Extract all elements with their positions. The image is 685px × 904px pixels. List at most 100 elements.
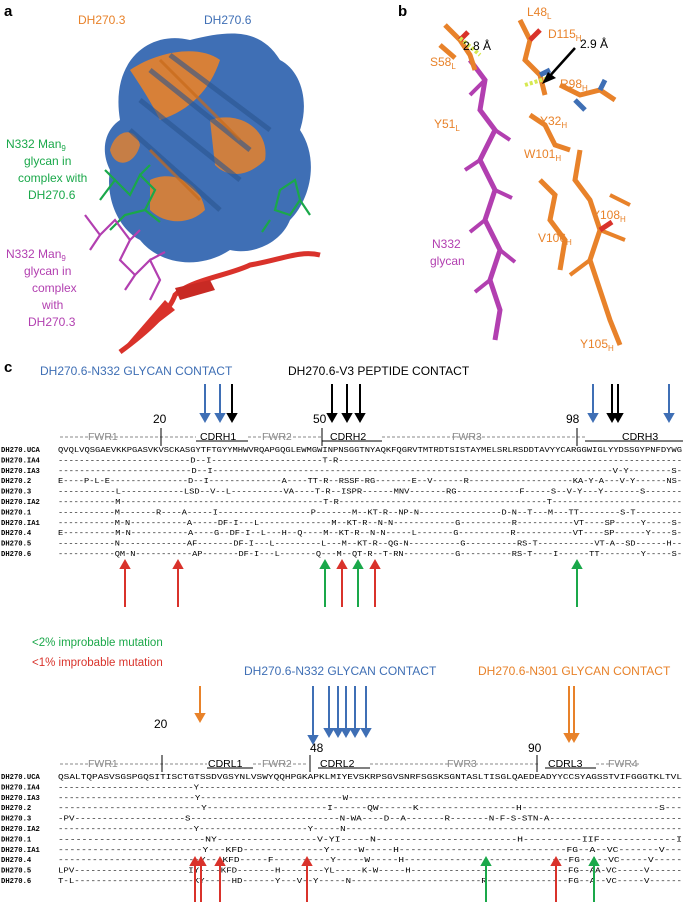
heavy-region-fwr3: FWR3 xyxy=(452,431,482,443)
light-region-cdrl3: CDRL3 xyxy=(548,758,583,770)
light-region-fwr3: FWR3 xyxy=(447,758,477,770)
svg-text:Y51L: Y51L xyxy=(434,117,460,133)
green-label-sub: 9 xyxy=(61,144,66,153)
heavy-position-98: 98 xyxy=(566,412,580,426)
heavy-alignment: DH270.UCA QVQLVQSGAEVKKPGASVKVSCKASGYTFTG… xyxy=(1,447,682,559)
heavy-row-name: DH270.IA2 xyxy=(1,499,40,507)
heavy-mutation-arrows xyxy=(119,558,583,607)
light-row-sequence: -------------------------Y--------------… xyxy=(58,805,682,813)
heavy-peptide-contact-title: DH270.6-V3 PEPTIDE CONTACT xyxy=(288,364,470,378)
heavy-position-50: 50 xyxy=(313,412,327,426)
svg-text:Y105H: Y105H xyxy=(580,337,614,353)
svg-text:S58L: S58L xyxy=(430,55,456,71)
green-glycan xyxy=(99,164,311,233)
heavy-row-sequence: -------------------------D--I-----------… xyxy=(58,468,682,476)
green-label-line2: glycan in xyxy=(24,154,71,168)
heavy-region-fwr2: FWR2 xyxy=(262,431,292,443)
light-row-name: DH270.IA3 xyxy=(1,795,40,803)
dh270-3-ribbon-top xyxy=(130,51,220,120)
label-d115: D115 xyxy=(548,27,576,41)
green-glycan-label: N332 Man9 glycan in complex with DH270.6 xyxy=(6,137,87,202)
heavy-row-name: DH270.6 xyxy=(1,551,31,559)
magenta-glycan-label: N332 Man9 glycan in complex with DH270.3 xyxy=(6,247,77,329)
heavy-row-sequence: QVQLVQSGAEVKKPGASVKVSCKASGYTFTGYYMHWVRQA… xyxy=(58,447,682,455)
heavy-row-name: DH270.IA1 xyxy=(1,520,41,528)
light-row-sequence: QSALTQPASVSGSPGQSITISCTGTSSDVGSYNLVSWYQQ… xyxy=(58,774,682,782)
label-2-8-angstrom: 2.8 Å xyxy=(463,38,491,53)
svg-text:N332 Man9: N332 Man9 xyxy=(6,137,66,153)
heavy-row-sequence: E----P-L-E---------------D--I-----------… xyxy=(58,478,682,486)
heavy-row-name: DH270.3 xyxy=(1,489,31,497)
label-y32-sub: H xyxy=(561,121,567,130)
heavy-row-name: DH270.2 xyxy=(1,478,31,486)
green-label-line1: N332 Man xyxy=(6,137,61,151)
label-y108: Y108 xyxy=(592,208,620,222)
svg-text:L48L: L48L xyxy=(527,5,552,21)
light-row-sequence: -PV--------------------S----------------… xyxy=(58,816,682,824)
heavy-row-name: DH270.UCA xyxy=(1,447,41,455)
light-region-cdrl2: CDRL2 xyxy=(320,758,355,770)
label-r98-sub: H xyxy=(582,84,588,93)
svg-text:R98H: R98H xyxy=(560,77,588,93)
heavy-row-sequence: -----------M----------------------------… xyxy=(58,499,682,507)
heavy-row-name: DH270.1 xyxy=(1,509,32,517)
heavy-region-cdrh1: CDRH1 xyxy=(200,431,236,443)
light-position-48: 48 xyxy=(310,741,324,755)
light-row-sequence: LPV---------------------IY----KFD-------… xyxy=(58,868,682,876)
green-label-line3: complex with xyxy=(18,171,87,185)
light-region-cdrl1: CDRL1 xyxy=(208,758,243,770)
label-y51: Y51 xyxy=(434,117,456,131)
light-row-sequence: -------------------------Y--------------… xyxy=(58,784,682,792)
legend-red: <1% improbable mutation xyxy=(32,657,163,669)
svg-text:Y32H: Y32H xyxy=(540,114,567,130)
heavy-row-sequence: -------------------------D--I-----------… xyxy=(58,457,682,465)
light-contact-arrows xyxy=(194,686,580,746)
label-n332: N332 xyxy=(432,237,461,251)
label-y108-sub: H xyxy=(620,215,626,224)
legend-green: <2% improbable mutation xyxy=(32,637,163,649)
heavy-position-20: 20 xyxy=(153,412,167,426)
heavy-row-sequence: -----------L------------LSD--V--L-------… xyxy=(58,489,682,497)
light-position-20: 20 xyxy=(154,717,168,731)
label-y105: Y105 xyxy=(580,337,608,351)
panel-a-letter: a xyxy=(4,3,13,20)
panel-b-sticks xyxy=(438,18,631,346)
light-region-fwr1: FWR1 xyxy=(88,758,118,770)
light-row-sequence: -------------------------Y---KFD-----F--… xyxy=(58,857,682,865)
label-dh270-3: DH270.3 xyxy=(78,13,126,27)
heavy-region-bar: FWR1 CDRH1 FWR2 CDRH2 FWR3 CDRH3 xyxy=(60,428,683,446)
label-glycan: glycan xyxy=(430,254,465,268)
label-v106-sub: H xyxy=(566,238,572,247)
light-row-name: DH270.5 xyxy=(1,868,31,876)
label-s58: S58 xyxy=(430,55,452,69)
heavy-glycan-contact-title: DH270.6-N332 GLYCAN CONTACT xyxy=(40,364,233,378)
light-region-bar: FWR1 CDRL1 FWR2 CDRL2 FWR3 CDRL3 FWR4 xyxy=(60,755,640,772)
light-row-sequence: -------------------------Y--------------… xyxy=(58,826,682,834)
heavy-row-sequence: -----------QM-N-----------AP-------DF-I-… xyxy=(58,551,682,559)
label-l48-sub: L xyxy=(547,12,552,21)
label-v106: V106 xyxy=(538,231,566,245)
magenta-label-line4: with xyxy=(41,298,63,312)
label-w101: W101 xyxy=(524,147,556,161)
heavy-contact-arrows xyxy=(199,384,675,424)
light-region-fwr4: FWR4 xyxy=(608,758,638,770)
panel-c-letter: c xyxy=(4,359,12,376)
label-d115-sub: H xyxy=(576,34,582,43)
heavy-row-name: DH270.5 xyxy=(1,541,31,549)
svg-text:D115H: D115H xyxy=(548,27,582,43)
heavy-row-sequence: E----------M-N-----------A----G--DF-I--L… xyxy=(58,530,682,538)
heavy-row-name: DH270.IA4 xyxy=(1,457,41,465)
light-row-name: DH270.4 xyxy=(1,857,32,865)
heavy-row-name: DH270.IA3 xyxy=(1,468,40,476)
label-r98: R98 xyxy=(560,77,582,91)
magenta-label-line5: DH270.3 xyxy=(28,315,76,329)
label-l48: L48 xyxy=(527,5,547,19)
magenta-label-line3: complex xyxy=(32,281,77,295)
light-n301-contact-title: DH270.6-N301 GLYCAN CONTACT xyxy=(478,664,671,678)
light-alignment: DH270.UCA QSALTQPASVSGSPGQSITISCTGTSSDVGS… xyxy=(1,774,682,886)
light-row-sequence: T-L----------------------KY-----HD------… xyxy=(58,878,682,886)
light-mutation-arrows xyxy=(189,855,600,902)
magenta-label-line1: N332 Man xyxy=(6,247,61,261)
label-y32: Y32 xyxy=(540,114,562,128)
light-row-name: DH270.UCA xyxy=(1,774,41,782)
